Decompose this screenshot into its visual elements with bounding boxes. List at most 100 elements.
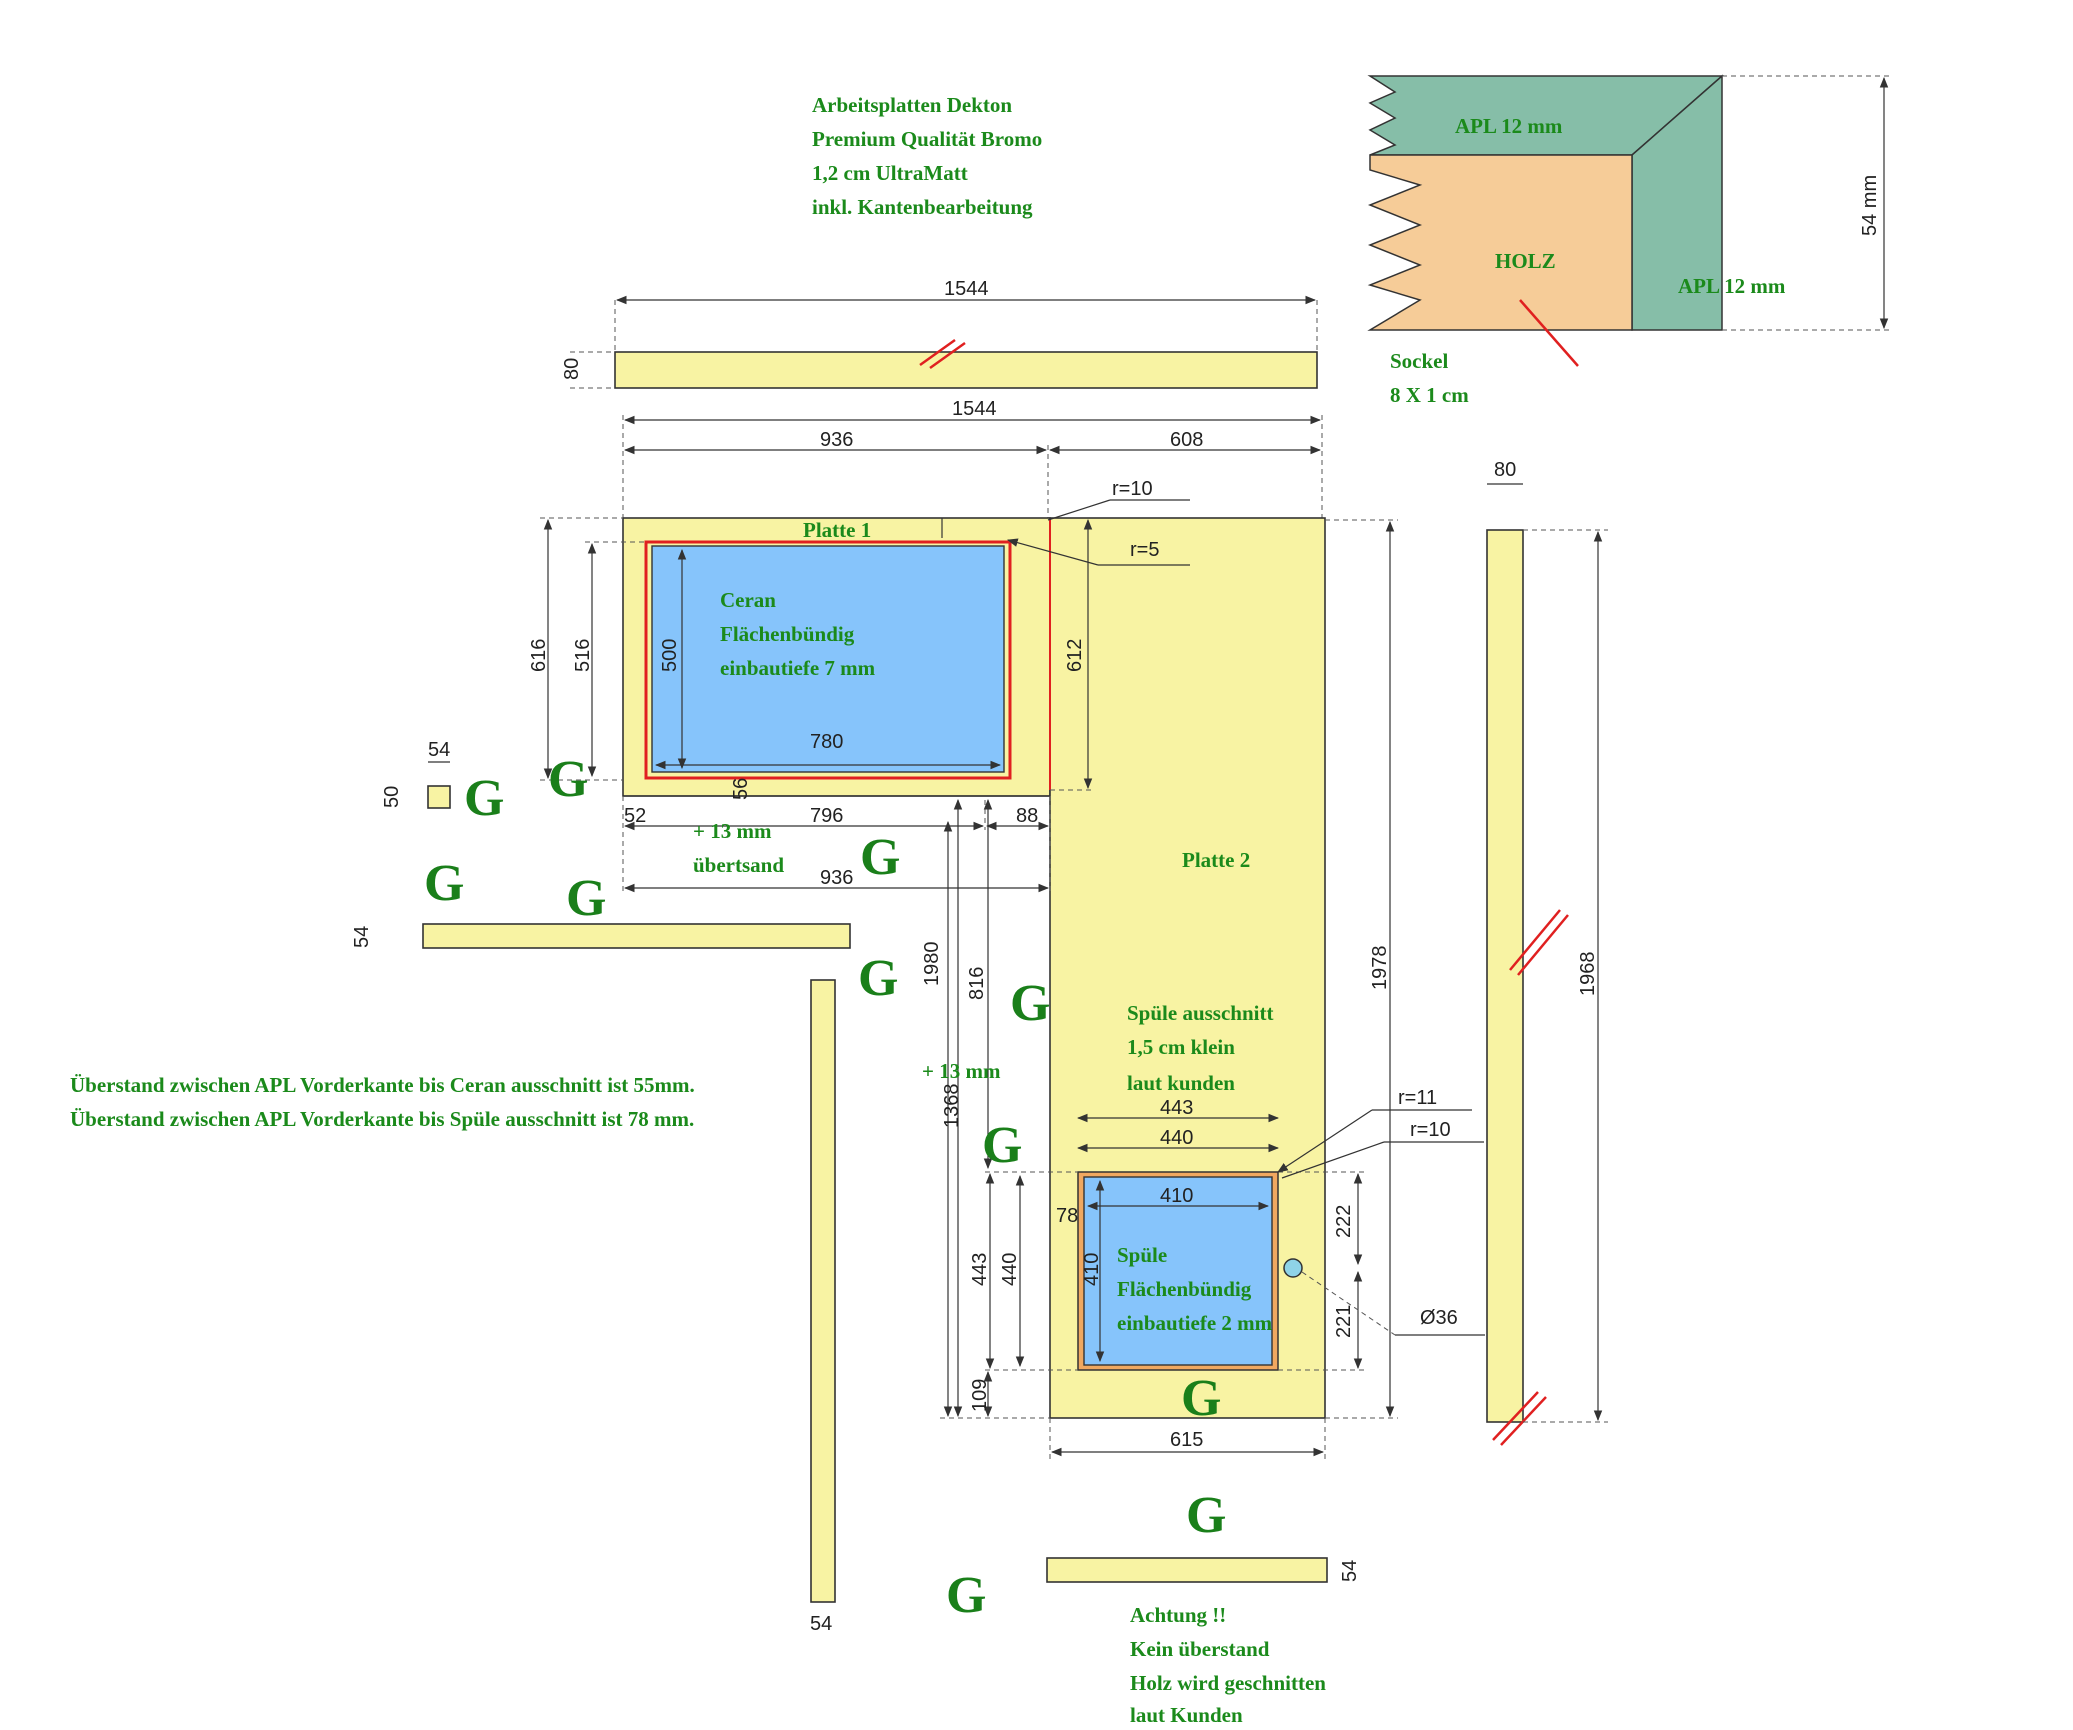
w796-dim: 796 <box>810 805 843 827</box>
header-note: Arbeitsplatten Dekton Premium Qualität B… <box>812 93 1042 219</box>
sink-line-1: Spüle <box>1117 1243 1167 1267</box>
side-strip: 80 1968 <box>1486 459 1608 1446</box>
header-line-1: Arbeitsplatten Dekton <box>812 93 1012 117</box>
small-piece: 54 50 <box>381 739 451 809</box>
tap-hole-icon <box>1283 1258 1303 1278</box>
strip-top-len-dim: 1544 <box>944 278 989 300</box>
sink-area: Spüle ausschnitt 1,5 cm klein laut kunde… <box>969 1001 1485 1462</box>
w443-dim: 443 <box>1160 1097 1193 1119</box>
w615-dim: 615 <box>1170 1429 1203 1451</box>
p2-overhang: + 13 mm <box>922 1059 1001 1083</box>
v443-dim: 443 <box>969 1253 991 1286</box>
p1-overhang-1: + 13 mm <box>693 819 772 843</box>
section-height-dim: 54 mm <box>1859 175 1881 236</box>
worktop-plates: Platte 1 Platte 2 Ceran Flächenbündig ei… <box>528 478 1326 1419</box>
ceran-h500-dim: 500 <box>659 639 681 672</box>
sockel-label-2: 8 X 1 cm <box>1390 383 1469 407</box>
edge-mark: G <box>982 1117 1022 1174</box>
v410-dim: 410 <box>1081 1253 1103 1286</box>
h516-dim: 516 <box>572 639 594 672</box>
header-line-3: 1,2 cm UltraMatt <box>812 161 968 185</box>
w56-dim: 56 <box>730 778 752 800</box>
holz-core <box>1367 154 1633 331</box>
ceran-line-3: einbautiefe 7 mm <box>720 656 876 680</box>
vertical-strip-part <box>810 979 836 1603</box>
sink-note-3: laut kunden <box>1127 1071 1235 1095</box>
v816-dim: 816 <box>966 967 988 1000</box>
edge-mark: G <box>1186 1487 1226 1544</box>
bottom-strip-h-dim: 54 <box>1339 1560 1361 1582</box>
top-dimensions: 1544 936 608 <box>622 398 1323 520</box>
apl-side-label: APL 12 mm <box>1678 274 1786 298</box>
v109-dim: 109 <box>969 1379 991 1412</box>
v440-dim: 440 <box>999 1253 1021 1286</box>
ceran-width-dim: 780 <box>810 731 843 753</box>
sink-line-3: einbautiefe 2 mm <box>1117 1311 1273 1335</box>
overhang-line-1: Überstand zwischen APL Vorderkante bis C… <box>70 1073 695 1097</box>
ceran-outline <box>644 540 1012 780</box>
d36-dim: Ø36 <box>1420 1307 1458 1329</box>
edge-mark: G <box>548 751 588 808</box>
edge-mark: G <box>566 870 606 927</box>
sockel-pointer <box>1519 299 1579 367</box>
radius-10-a-label: r=10 <box>1112 478 1153 500</box>
edge-mark: G <box>424 855 464 912</box>
strip-top-h-dim: 80 <box>561 358 583 380</box>
v221-dim: 221 <box>1333 1305 1355 1338</box>
sink-note-2: 1,5 cm klein <box>1127 1035 1235 1059</box>
small-piece-part <box>427 785 451 809</box>
edge-mark: G <box>858 950 898 1007</box>
edge-marks: G G G G G G G G G G G <box>424 751 1226 1624</box>
total-len-dim: 1544 <box>952 398 997 420</box>
warning-line-2: Kein überstand <box>1130 1637 1270 1661</box>
left-strip: 54 <box>351 923 851 949</box>
v1980-dim: 1980 <box>921 942 943 987</box>
platte-2-label: Platte 2 <box>1182 848 1250 872</box>
side-w80-dim: 80 <box>1494 459 1516 481</box>
ceran-cutout <box>651 545 1005 773</box>
top-strip: 1544 80 <box>561 278 1318 389</box>
r10-b-label: r=10 <box>1410 1119 1451 1141</box>
edge-mark: G <box>1010 975 1050 1032</box>
apl-top-label: APL 12 mm <box>1455 114 1563 138</box>
header-line-4: inkl. Kantenbearbeitung <box>812 195 1033 219</box>
radius-5-label: r=5 <box>1130 539 1159 561</box>
edge-mark: G <box>1181 1370 1221 1427</box>
overhang-note: Überstand zwischen APL Vorderkante bis C… <box>70 1073 695 1131</box>
warning-line-3: Holz wird geschnitten <box>1130 1671 1326 1695</box>
vertical-strip: 54 <box>810 979 836 1635</box>
vertical-strip-h-dim: 54 <box>810 1613 832 1635</box>
v78-dim: 78 <box>1056 1205 1078 1227</box>
p2-len-dim: 608 <box>1170 429 1203 451</box>
warning-line-4: laut Kunden <box>1130 1703 1243 1727</box>
edge-mark: G <box>860 829 900 886</box>
v1368-dim: 1368 <box>941 1084 963 1129</box>
w88-dim: 88 <box>1016 805 1038 827</box>
p1-overhang-2: übertsand <box>693 853 784 877</box>
r11-label: r=11 <box>1398 1087 1437 1109</box>
side-1968-dim: 1968 <box>1577 952 1599 997</box>
ceran-line-1: Ceran <box>720 588 776 612</box>
header-line-2: Premium Qualität Bromo <box>812 127 1042 151</box>
bottom-strip: 54 <box>1046 1557 1361 1583</box>
v1978-dim: 1978 <box>1369 946 1391 991</box>
platte1-bottom-dims: 796 88 52 56 + 13 mm übertsand 936 <box>622 778 1051 895</box>
piece-h50-dim: 50 <box>381 786 403 808</box>
ceran-line-2: Flächenbündig <box>720 622 855 646</box>
h612-dim: 612 <box>1064 639 1086 672</box>
p1-len-dim: 936 <box>820 429 853 451</box>
left-strip-h-dim: 54 <box>351 926 373 948</box>
bottom-strip-part <box>1046 1557 1328 1583</box>
sockel-label-1: Sockel <box>1390 349 1449 373</box>
w410-dim: 410 <box>1160 1185 1193 1207</box>
sink-line-2: Flächenbündig <box>1117 1277 1252 1301</box>
platte-1-label: Platte 1 <box>803 518 871 542</box>
holz-label: HOLZ <box>1495 249 1556 273</box>
side-strip-part <box>1486 529 1524 1423</box>
top-strip-part <box>614 351 1318 389</box>
edge-mark: G <box>946 1567 986 1624</box>
piece-w54-dim: 54 <box>428 739 450 761</box>
platte2-vertical-dims: 1980 816 1368 + 13 mm 1978 <box>921 519 1398 1419</box>
